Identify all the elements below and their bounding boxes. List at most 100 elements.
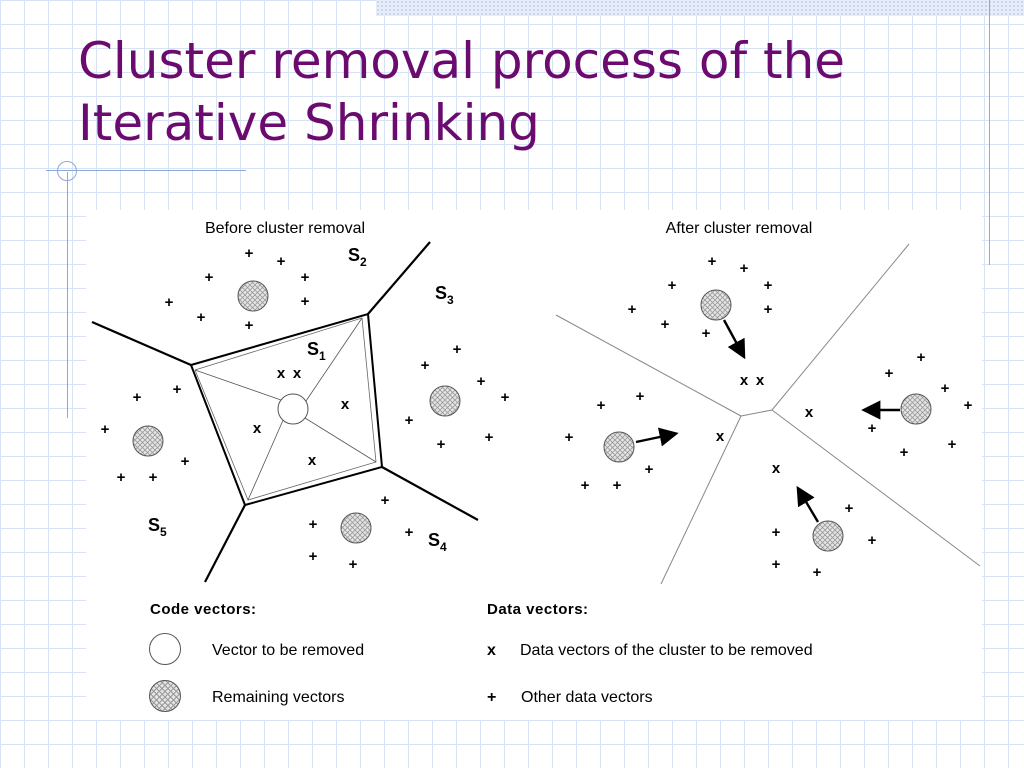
arrow-bottom [796,485,820,523]
legend-plus-symbol: + [487,689,497,706]
left-decorative-line [67,172,68,418]
other-data-vector-mark: + [845,500,854,517]
other-data-vector-mark: + [149,469,158,486]
other-data-vector-mark: + [900,444,909,461]
other-data-vector-mark: + [565,429,574,446]
other-data-vector-mark: + [197,309,206,326]
after-code-vector-right [900,393,932,425]
removed-data-vector-mark: x [740,372,749,389]
after-other-data-vectors: + + + + + + + + + + + + + + + + + + + + … [565,253,973,581]
slide-title: Cluster removal process of the Iterative… [78,32,846,152]
other-data-vector-mark: + [636,388,645,405]
other-data-vector-mark: + [181,453,190,470]
other-data-vector-mark: + [421,357,430,374]
top-decorative-band [376,0,1024,16]
legend-removed-data-description: Data vectors of the cluster to be remove… [520,642,813,659]
figure-panel [86,210,982,720]
other-data-vector-mark: + [309,548,318,565]
after-code-vectors [603,289,932,552]
other-data-vector-mark: + [245,317,254,334]
other-data-vector-mark: + [628,301,637,318]
other-data-vector-mark: + [101,421,110,438]
legend-other-data-description: Other data vectors [521,689,653,706]
other-data-vector-mark: + [772,524,781,541]
after-caption: After cluster removal [666,220,813,237]
other-data-vector-mark: + [477,373,486,390]
legend-vector-to-be-removed: Vector to be removed [212,642,365,659]
other-data-vector-mark: + [165,294,174,311]
before-other-data-vectors: + + + + + + + + + + + + + + + + + + + + … [101,245,510,573]
after-voronoi-boundaries [555,243,981,585]
other-data-vector-mark: + [813,564,822,581]
before-caption: Before cluster removal [205,220,365,237]
legend-hollow-vector-icon [149,633,181,665]
other-data-vector-mark: + [301,269,310,286]
before-voronoi-boundaries [91,241,479,583]
region-label-s1: S1 [307,339,326,363]
other-data-vector-mark: + [405,412,414,429]
before-removed-data-vectors: x x x x x [253,365,350,469]
other-data-vector-mark: + [597,397,606,414]
other-data-vector-mark: + [740,260,749,277]
right-decorative-line [989,0,990,265]
code-vector-s1-removed [277,393,309,425]
legend-code-vectors-heading: Code vectors: [150,601,257,618]
other-data-vector-mark: + [173,381,182,398]
other-data-vector-mark: + [764,277,773,294]
other-data-vector-mark: + [661,316,670,333]
code-vector-s5 [132,425,164,457]
removed-data-vector-mark: x [308,452,317,469]
after-code-vector-top [700,289,732,321]
other-data-vector-mark: + [133,389,142,406]
region-label-s2: S2 [348,245,367,269]
legend-x-symbol: x [487,642,496,659]
other-data-vector-mark: + [245,245,254,262]
after-code-vector-bottom [812,520,844,552]
other-data-vector-mark: + [309,516,318,533]
region-label-s4: S4 [428,530,447,554]
other-data-vector-mark: + [381,492,390,509]
after-code-vector-left [603,431,635,463]
before-panel: Before cluster removal S2 S3 S1 S5 S4 [91,220,510,583]
other-data-vector-mark: + [437,436,446,453]
code-vector-s2 [237,280,269,312]
removed-data-vector-mark: x [293,365,302,382]
other-data-vector-mark: + [453,341,462,358]
other-data-vector-mark: + [485,429,494,446]
removed-data-vector-mark: x [341,396,350,413]
other-data-vector-mark: + [702,325,711,342]
region-label-s3: S3 [435,283,454,307]
other-data-vector-mark: + [581,477,590,494]
before-code-vectors [132,280,461,544]
after-removed-data-vectors: x x x x x [716,372,814,477]
removed-data-vector-mark: x [716,428,725,445]
removed-data-vector-mark: x [756,372,765,389]
other-data-vector-mark: + [117,469,126,486]
other-data-vector-mark: + [868,420,877,437]
other-data-vector-mark: + [645,461,654,478]
other-data-vector-mark: + [964,397,973,414]
removed-data-vector-mark: x [277,365,286,382]
other-data-vector-mark: + [868,532,877,549]
arrow-left [635,427,679,447]
other-data-vector-mark: + [708,253,717,270]
other-data-vector-mark: + [349,556,358,573]
other-data-vector-mark: + [772,556,781,573]
after-movement-arrows [635,319,900,523]
other-data-vector-mark: + [301,293,310,310]
before-region-labels: S2 S3 S1 S5 S4 [148,245,454,554]
legend-data-vectors-heading: Data vectors: [487,601,589,618]
region-label-s5: S5 [148,515,167,539]
removed-data-vector-mark: x [772,460,781,477]
removed-data-vector-mark: x [805,404,814,421]
other-data-vector-mark: + [948,436,957,453]
other-data-vector-mark: + [941,380,950,397]
other-data-vector-mark: + [277,253,286,270]
other-data-vector-mark: + [885,365,894,382]
other-data-vector-mark: + [205,269,214,286]
arrow-top [722,319,746,360]
other-data-vector-mark: + [501,389,510,406]
code-vector-s4 [340,512,372,544]
other-data-vector-mark: + [405,524,414,541]
